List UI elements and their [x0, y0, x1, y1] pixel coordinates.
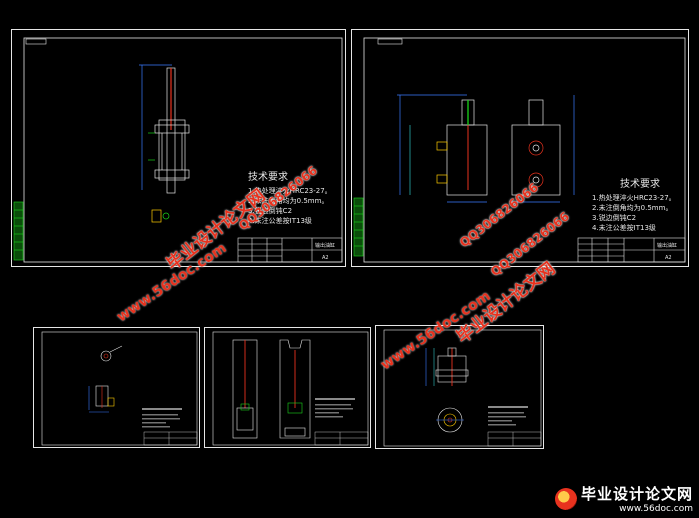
tech-line: 1.热处理淬火HRC23-27。: [248, 186, 332, 195]
revision-strip-left: [353, 197, 364, 257]
title-block-2: [577, 237, 686, 263]
tech-line: 4.未注公差按IT13级: [592, 223, 656, 232]
tech-line: 4.未注公差按IT13级: [248, 216, 312, 225]
piston-top-view: [436, 407, 464, 433]
logo-ball-icon: [554, 487, 577, 510]
tech-line: 3.锐边倒钝C2: [592, 213, 636, 222]
table-name-1: 输出油缸: [315, 242, 335, 249]
table-code-2: A2: [665, 255, 672, 261]
drawing-sheet-5: [375, 325, 544, 449]
drawing-sheet-3: [33, 327, 200, 448]
rod-view-2: [279, 339, 311, 439]
rod-view-1: [232, 339, 258, 439]
piston-side-view: [425, 347, 469, 386]
tech-line: 3.锐边倒钝C2: [248, 206, 292, 215]
footer-logo: 毕业设计论文网 www.56doc.com: [554, 483, 693, 514]
tech-req-title-1: 技术要求: [248, 170, 288, 183]
tech-line: 2.未注倒角均为0.5mm。: [248, 196, 328, 205]
title-block-1: [237, 237, 343, 263]
cylinder-assembly-drawing: [139, 64, 190, 223]
tech-req-title-2: 技术要求: [620, 177, 660, 190]
table-name-2: 输出油缸: [657, 242, 677, 249]
drawing-sheet-2: 技术要求 1.热处理淬火HRC23-27。 2.未注倒角均为0.5mm。 3.锐…: [351, 29, 689, 267]
cylinder-front-view: [397, 94, 488, 203]
title-block-3: [143, 431, 198, 446]
part-top-view: [100, 345, 123, 362]
footer-site: www.56doc.com: [619, 504, 693, 514]
title-block-4: [314, 431, 369, 446]
title-block-5: [487, 431, 542, 447]
drawing-sheet-1: 技术要求 1.热处理淬火HRC23-27。 2.未注倒角均为0.5mm。 3.锐…: [11, 29, 346, 267]
footer-brand: 毕业设计论文网: [580, 485, 693, 503]
revision-strip-left: [13, 201, 24, 261]
part-side-view: [88, 385, 115, 413]
table-code-1: A2: [322, 255, 329, 261]
tech-line: 2.未注倒角均为0.5mm。: [592, 203, 672, 212]
tech-line: 1.热处理淬火HRC23-27。: [592, 193, 676, 202]
cylinder-side-view: [511, 95, 575, 203]
drawing-sheet-4: [204, 327, 371, 448]
